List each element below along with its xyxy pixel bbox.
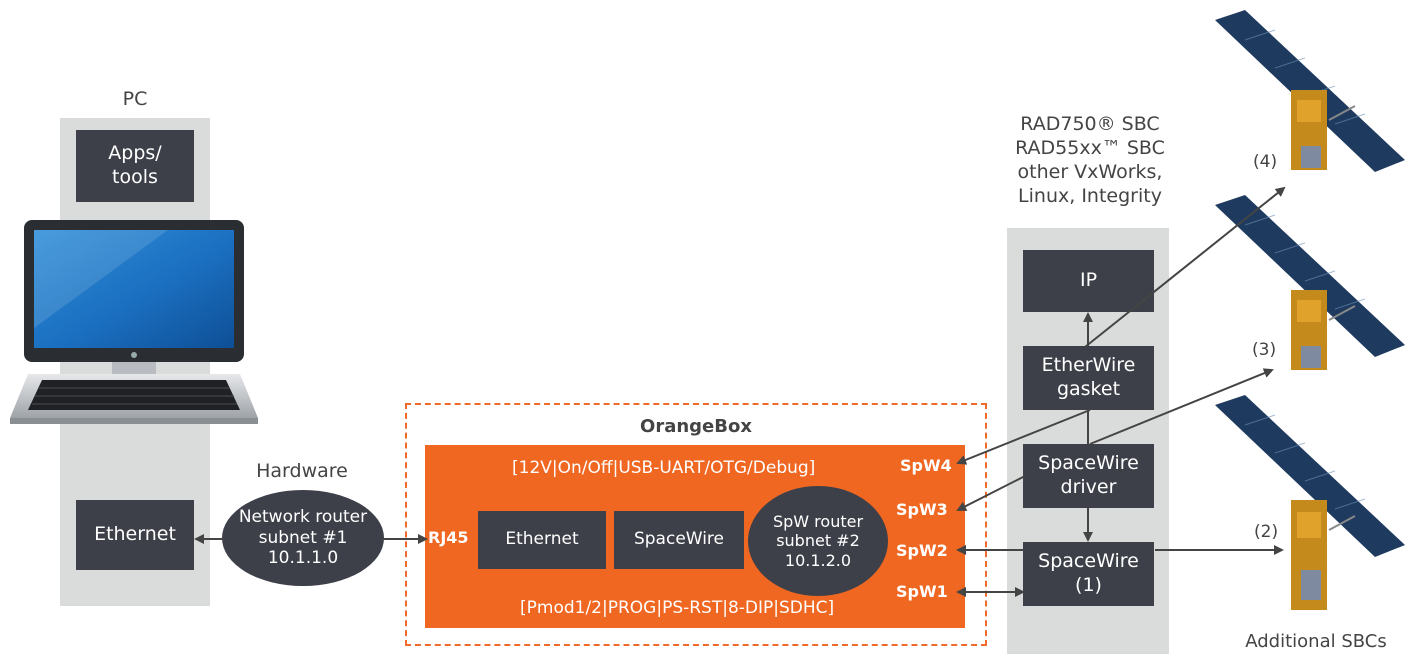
satellites-illustration xyxy=(1215,10,1405,610)
laptop-illustration xyxy=(10,220,258,424)
orangebox-ethernet-box: Ethernet xyxy=(478,511,606,569)
spw1-port: SpW1 xyxy=(896,582,948,601)
satellite-icon xyxy=(1215,395,1405,610)
ip-box: IP xyxy=(1023,250,1154,312)
apps-tools-box: Apps/ tools xyxy=(76,130,194,202)
orangebox-spacewire-box: SpaceWire xyxy=(614,511,744,569)
satellite-icon xyxy=(1215,10,1405,172)
additional-sbcs-label: Additional SBCs xyxy=(1245,631,1387,652)
router2-line1: SpW router xyxy=(772,512,864,532)
rj45-port: RJ45 xyxy=(428,528,469,547)
satellite-icon xyxy=(1215,195,1405,370)
etherwire-gasket-box: EtherWire gasket xyxy=(1023,346,1154,410)
orangebox-dashed-border xyxy=(405,403,987,646)
spw3-driver-link xyxy=(956,475,1026,511)
link-4 xyxy=(1084,186,1286,348)
spw4-port: SpW4 xyxy=(900,456,952,475)
network-router-subnet-1: Network router subnet #1 10.1.1.0 xyxy=(222,490,384,586)
link-label-4: (4) xyxy=(1253,152,1278,172)
router1-line2: subnet #1 xyxy=(258,527,348,548)
sbc-header-line-3: other VxWorks, xyxy=(1017,161,1163,183)
router1-line3: 10.1.1.0 xyxy=(267,548,339,569)
router1-line1: Network router xyxy=(238,507,368,528)
spw4-etherwire-link xyxy=(956,409,1091,465)
router2-line2: subnet #2 xyxy=(776,531,860,551)
link-label-3: (3) xyxy=(1252,340,1277,360)
spw-router-subnet-2: SpW router subnet #2 10.1.2.0 xyxy=(748,486,888,596)
orangebox-top-bar: [12V|On/Off|USB-UART/OTG/Debug] xyxy=(512,458,816,478)
hardware-label: Hardware xyxy=(256,460,348,482)
spacewire-driver-box: SpaceWire driver xyxy=(1023,444,1154,508)
router2-line3: 10.1.2.0 xyxy=(784,550,852,570)
sbc-header: RAD750® SBC RAD55xx™ SBC other VxWorks, … xyxy=(990,112,1190,208)
pc-title: PC xyxy=(122,88,148,110)
spw2-port: SpW2 xyxy=(896,541,948,560)
spw3-port: SpW3 xyxy=(896,500,948,519)
link-3 xyxy=(1089,368,1274,445)
orangebox-bottom-bar: [Pmod1/2|PROG|PS-RST|8-DIP|SDHC] xyxy=(520,598,835,618)
pc-ethernet-box: Ethernet xyxy=(76,500,194,570)
sbc-header-line-1: RAD750® SBC xyxy=(1020,113,1160,135)
link-label-2: (2) xyxy=(1254,522,1279,542)
sbc-header-line-4: Linux, Integrity xyxy=(1018,185,1162,207)
sbc-spacewire-box: SpaceWire (1) xyxy=(1023,542,1154,606)
sbc-header-line-2: RAD55xx™ SBC xyxy=(1015,137,1165,159)
orangebox-title: OrangeBox xyxy=(640,416,752,437)
